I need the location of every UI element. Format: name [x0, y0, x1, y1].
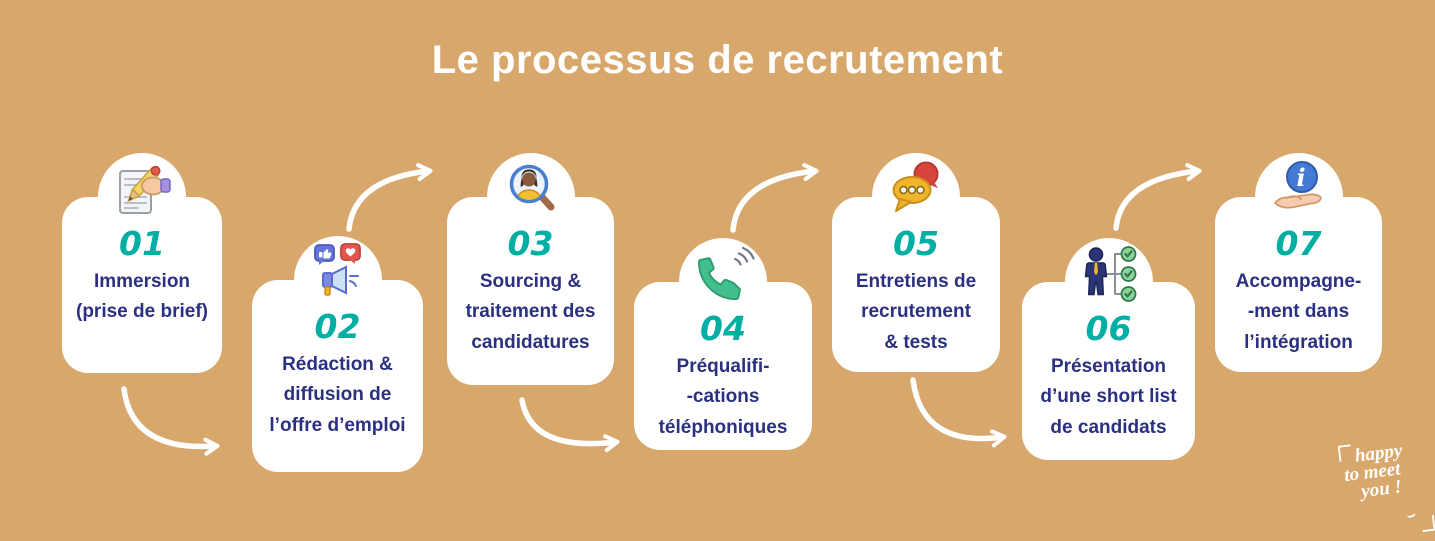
step-label-line: (prise de brief) — [76, 301, 208, 323]
arrow-step3-step4 — [519, 397, 620, 453]
step-card-7: i 07 Accompagne- -ment dans l’intégratio… — [1215, 153, 1382, 372]
step-label-line: diffusion de — [283, 384, 392, 406]
step-label-line: Accompagne- — [1235, 271, 1362, 292]
step-label-line: recrutement — [861, 301, 971, 323]
step-label-line: l’intégration — [1244, 331, 1353, 353]
step-label-line: Rédaction & — [282, 354, 393, 375]
step-number: 07 — [1275, 224, 1322, 263]
svg-text:i: i — [1296, 163, 1305, 192]
step-label-line: Immersion — [93, 271, 191, 292]
writing-hand-icon — [119, 165, 171, 214]
step-label-line: téléphoniques — [658, 416, 788, 438]
phone-icon — [698, 246, 755, 301]
megaphone-likes-icon — [313, 243, 361, 296]
step-label-line: l’offre d’emploi — [269, 414, 406, 436]
logo-squiggle-icon — [1405, 510, 1417, 519]
step-label: Présentation d’une short list de candida… — [1022, 352, 1195, 443]
candidate-search-icon — [509, 164, 554, 211]
step-card-6: 06 Présentation d’une short list de cand… — [1022, 238, 1195, 460]
shortlist-icon — [1084, 246, 1136, 302]
step-label: Préqualifi- -cations téléphoniques — [634, 352, 812, 443]
step-label-line: Sourcing & — [479, 271, 582, 292]
arrow-step1-step2 — [121, 386, 220, 456]
icon-bump — [1064, 238, 1153, 326]
step-card-4: 04 Préqualifi- -cations téléphoniques — [634, 238, 812, 450]
step-label-line: d’une short list — [1040, 386, 1177, 408]
arrow-step5-step6 — [910, 377, 1007, 448]
step-label: Sourcing & traitement des candidatures — [447, 267, 614, 358]
step-label-line: de candidats — [1050, 416, 1167, 438]
chat-bubbles-icon — [892, 161, 939, 212]
step-number: 02 — [314, 307, 361, 346]
info-hand-icon: i — [1273, 161, 1322, 209]
page-title: Le processus de recrutement — [431, 38, 1004, 82]
step-number: 04 — [700, 309, 746, 348]
happy-to-meet-you-logo: happy to meet you ! — [1337, 439, 1435, 535]
step-number: 01 — [119, 224, 165, 263]
step-label-line: traitement des — [465, 301, 596, 323]
step-label-line: Préqualifi- — [676, 356, 770, 377]
logo-bracket-bottom-right-icon — [1420, 514, 1435, 533]
step-card-3: 03 Sourcing & traitement des candidature… — [447, 153, 614, 385]
step-card-5: 05 Entretiens de recrutement & tests — [832, 153, 1000, 372]
step-label-line: -ment dans — [1247, 301, 1350, 323]
arrow-step2-step3 — [346, 163, 433, 232]
step-number: 06 — [1085, 309, 1132, 348]
step-label: Rédaction & diffusion de l’offre d’emplo… — [252, 350, 423, 441]
step-label: Entretiens de recrutement & tests — [832, 267, 1000, 358]
step-card-2: 02 Rédaction & diffusion de l’offre d’em… — [252, 236, 423, 472]
logo-bracket-top-left-icon — [1337, 444, 1353, 462]
step-label: Accompagne- -ment dans l’intégration — [1215, 267, 1382, 358]
step-label-line: Présentation — [1050, 356, 1167, 377]
step-card-1: 01 Immersion (prise de brief) — [62, 153, 222, 373]
step-number: 05 — [893, 224, 939, 263]
step-label-line: candidatures — [471, 331, 590, 353]
step-label-line: & tests — [884, 331, 948, 353]
arrow-step4-step5 — [730, 163, 819, 233]
arrow-step6-step7 — [1113, 163, 1202, 231]
step-number: 03 — [507, 224, 554, 263]
step-label-line: -cations — [686, 386, 760, 408]
step-label-line: Entretiens de — [855, 271, 977, 292]
step-label: Immersion (prise de brief) — [62, 267, 222, 328]
